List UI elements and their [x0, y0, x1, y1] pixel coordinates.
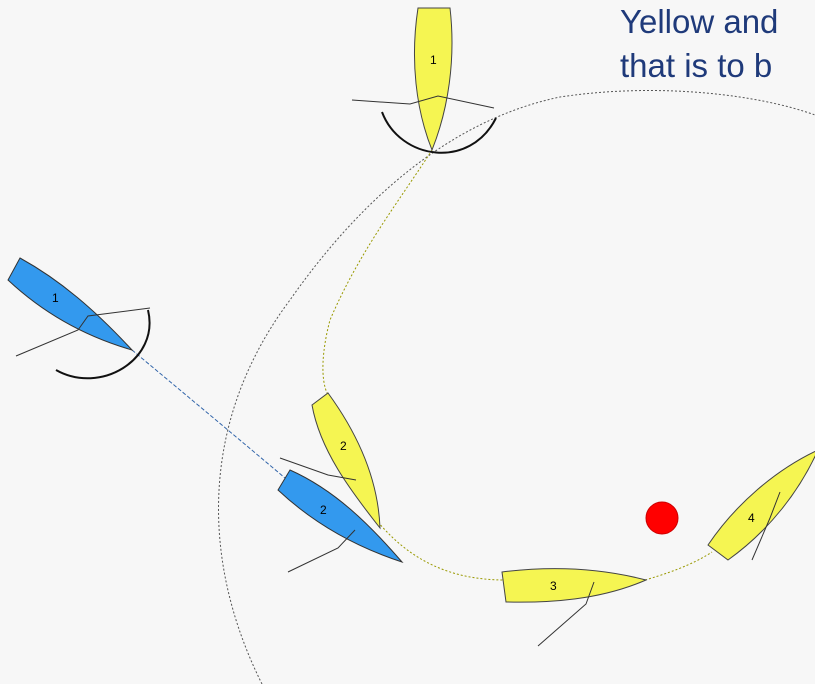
blue-boat-1-label: 1: [52, 291, 59, 305]
yellow-boat-3: 3: [501, 568, 648, 647]
caption-line-2: that is to b: [620, 47, 773, 84]
blue-boat-2-label: 2: [320, 503, 327, 517]
blue-boat-1: 1: [7, 257, 151, 380]
caption-line-1: Yellow and: [620, 3, 779, 40]
yellow-boat-4: 4: [707, 450, 815, 561]
yellow-boat-2-label: 2: [340, 439, 347, 453]
yellow-boat-2: 2: [279, 392, 381, 530]
zone-circle: [218, 89, 815, 684]
blue-boat-track: [131, 349, 286, 479]
yellow-boat-1: 1: [351, 7, 497, 154]
caption-text: Yellow and that is to b: [620, 0, 815, 88]
blue-boat-2: 2: [277, 469, 404, 573]
yellow-boat-3-label: 3: [550, 579, 557, 593]
yellow-boat-track: [322, 149, 713, 581]
mark-buoy-icon: [645, 501, 679, 535]
yellow-boat-1-label: 1: [430, 53, 437, 67]
yellow-boat-4-label: 4: [748, 511, 755, 525]
